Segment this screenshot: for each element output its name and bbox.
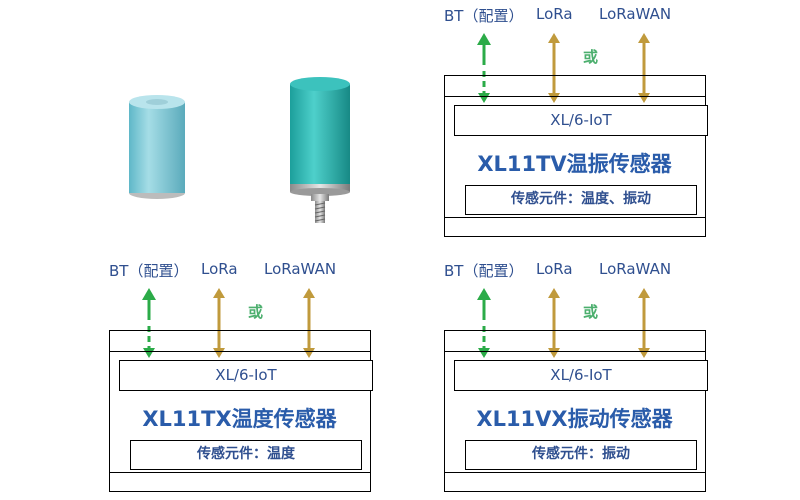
or-label: 或: [248, 303, 264, 321]
sensing-element: 传感元件：振动: [465, 440, 697, 470]
lora-arrow: [548, 33, 560, 103]
sensor-diagram-vx: BT（配置） LoRa LoRaWAN 或 XL/6-IoT XL11VX振动传…: [432, 260, 732, 495]
sensor-diagram-tx: BT（配置） LoRa LoRaWAN 或 XL/6-IoT XL11TX温度传…: [97, 260, 397, 495]
bt-arrow-head-icon: [142, 288, 156, 300]
sensor-title: XL11TV温振传感器: [477, 152, 672, 176]
sensor-enclosure: [109, 330, 371, 492]
iot-module: XL/6-IoT: [454, 105, 708, 136]
sensor-photos: [129, 77, 350, 223]
lora-label: LoRa: [536, 260, 573, 278]
or-label: 或: [583, 303, 599, 321]
sensing-element: 传感元件：温度、振动: [465, 185, 697, 215]
lorawan-arrow: [638, 288, 650, 358]
lorawan-arrow: [303, 288, 315, 358]
lorawan-label: LoRaWAN: [599, 5, 672, 23]
sensing-element: 传感元件：温度: [130, 440, 362, 470]
lora-arrow: [213, 288, 225, 358]
teal-sensor-image: [290, 77, 350, 223]
bt-arrow-tail-icon: [478, 348, 490, 358]
sensor-title: XL11VX振动传感器: [476, 407, 673, 431]
cyan-sensor-image: [129, 95, 185, 199]
bt-arrow-head-icon: [477, 288, 491, 300]
sensor-enclosure: [444, 330, 706, 492]
bt-label: BT（配置）: [444, 262, 524, 280]
sensor-diagram-tv: BT（配置） LoRa LoRaWAN 或 XL/6-IoT XL11TV温振传…: [432, 5, 732, 240]
bt-label: BT（配置）: [444, 7, 524, 25]
connection-arrows: [142, 288, 315, 358]
lora-label: LoRa: [201, 260, 238, 278]
bt-arrow-head-icon: [477, 33, 491, 45]
bt-arrow-tail-icon: [143, 348, 155, 358]
connection-arrows: [477, 33, 650, 103]
lorawan-arrow: [638, 33, 650, 103]
iot-module: XL/6-IoT: [119, 360, 373, 391]
iot-module: XL/6-IoT: [454, 360, 708, 391]
sensor-enclosure: [444, 75, 706, 237]
sensor-title: XL11TX温度传感器: [142, 407, 337, 431]
lorawan-label: LoRaWAN: [264, 260, 337, 278]
bt-arrow-tail-icon: [478, 93, 490, 103]
lora-arrow: [548, 288, 560, 358]
or-label: 或: [583, 48, 599, 66]
lora-label: LoRa: [536, 5, 573, 23]
connection-arrows: [477, 288, 650, 358]
lorawan-label: LoRaWAN: [599, 260, 672, 278]
bt-label: BT（配置）: [109, 262, 189, 280]
